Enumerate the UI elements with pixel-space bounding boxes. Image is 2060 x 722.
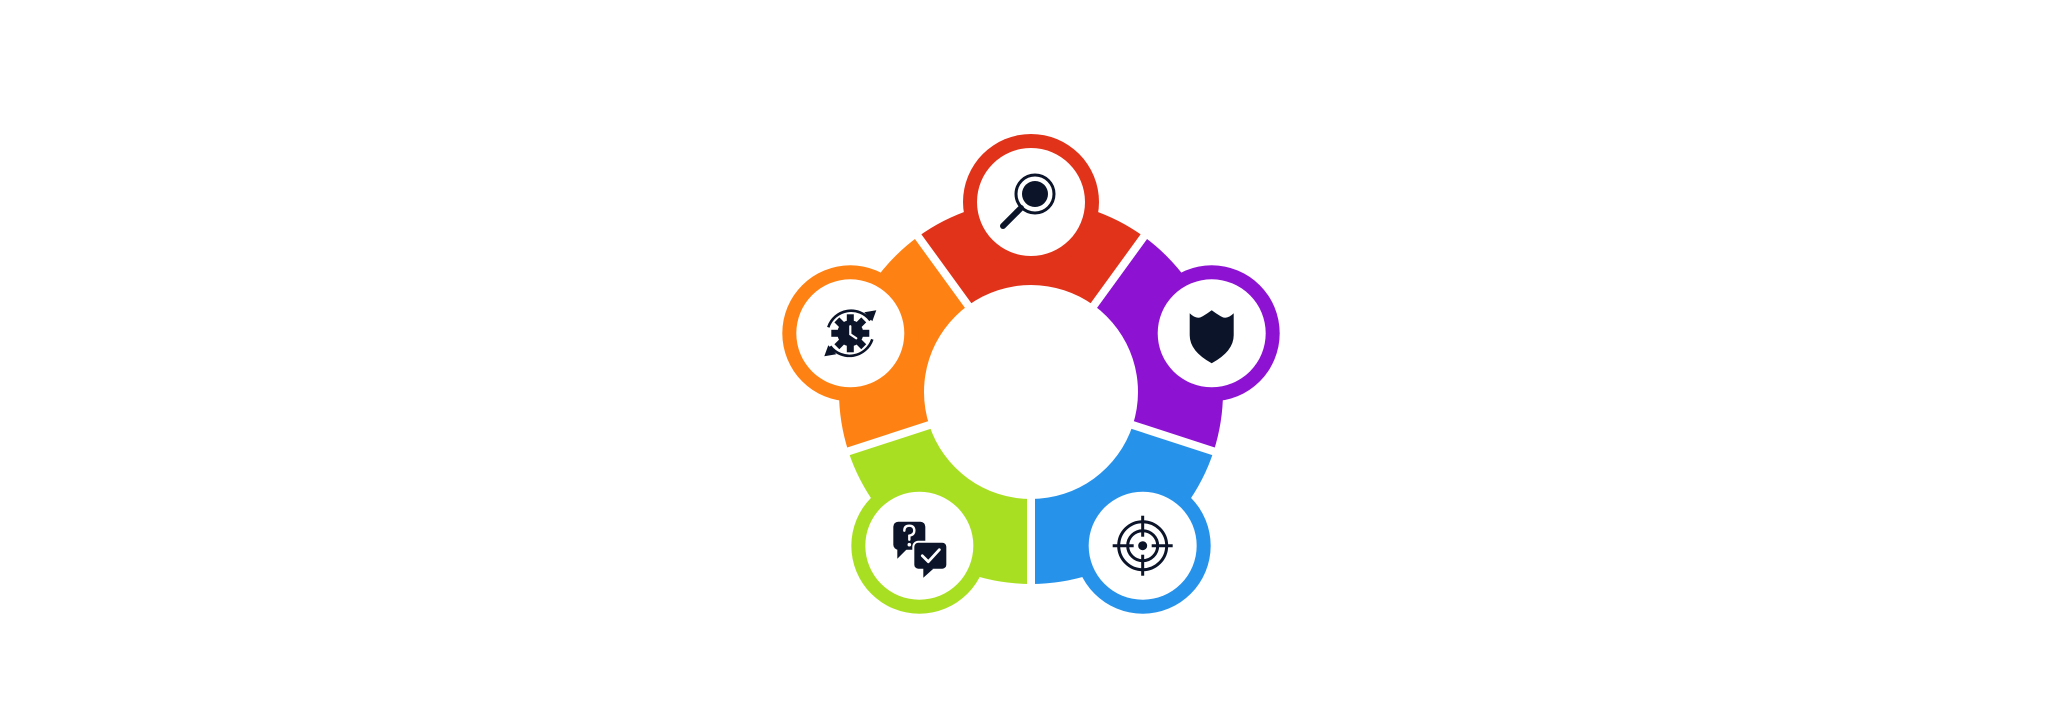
segment-divider [911,229,975,313]
shield-icon [1189,310,1234,364]
segment-divider [1125,419,1221,457]
bubbles-layer [782,134,1280,614]
gear-cycle-icon [824,309,877,358]
target-icon [1112,515,1173,576]
segment-divider [1087,229,1151,313]
icons-layer [824,173,1234,578]
segment-divider [841,419,937,457]
magnifier-icon [1000,173,1056,229]
question-answer-icon [893,521,949,578]
